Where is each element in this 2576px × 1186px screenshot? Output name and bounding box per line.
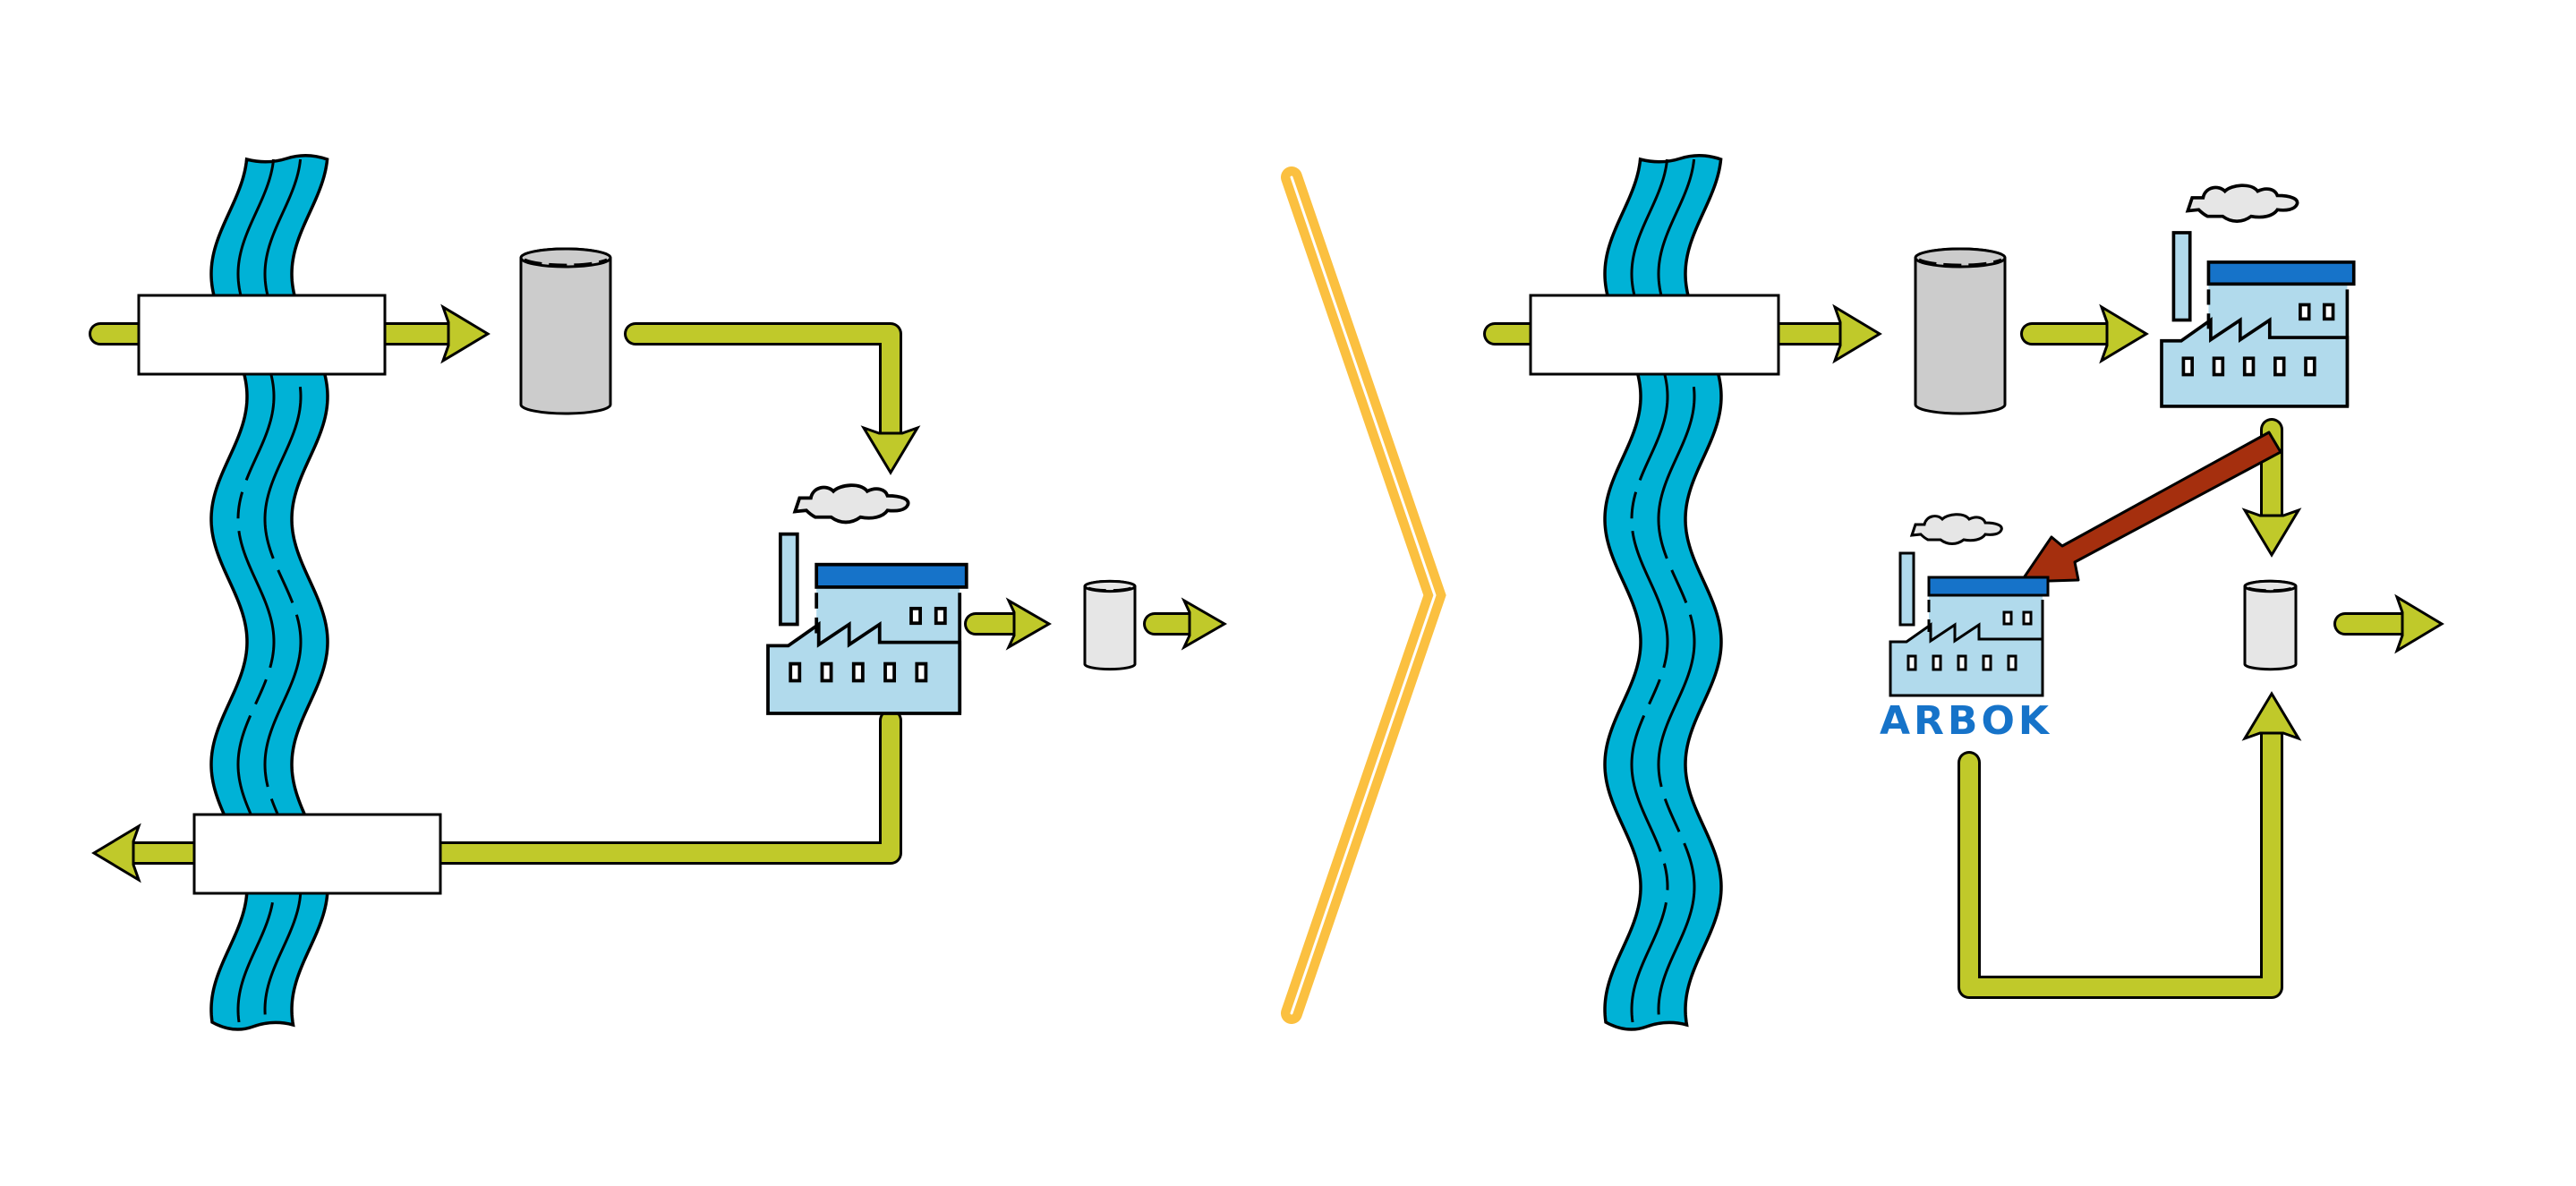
intake-box-right [1529,294,1780,376]
arrowhead-icon [91,823,141,883]
tank-rim [2248,586,2293,593]
arrowhead-icon [1005,597,1052,651]
factory-icon-right [2160,183,2356,408]
pipe-tank-to-factory-left [624,322,921,475]
river-body [1603,154,1723,1031]
arrowhead-icon [2241,691,2302,741]
chevron-stroke [1281,166,1446,1024]
arrow-factory-to-product-left [964,597,1052,651]
arbok-factory-icon [1889,513,2050,697]
tank-rim [524,258,608,267]
river-right [1603,154,1723,1031]
arrowhead-icon [1832,303,1882,364]
storage-tank-left [519,247,612,415]
arrowhead-icon [860,425,921,475]
storage-tank-right [1914,247,2007,415]
tank-top [519,247,612,269]
pipe-fill [627,325,900,440]
pipe-outline [1958,723,2283,999]
arrowhead-icon [2099,303,2149,364]
arrowhead-icon [2241,508,2302,558]
tank-top [1914,247,2007,269]
tank-body [1914,247,2007,415]
arrowhead-icon [440,303,490,364]
pipe-outline [624,322,902,443]
river-current-line [1630,158,1669,1023]
arrow-product-out-left [1143,597,1227,651]
tank-rim [1088,586,1132,593]
intake-box-left [137,294,387,376]
factory-icon-left [766,483,968,715]
arrowhead-icon [1181,597,1227,651]
tank-body [1083,579,1137,671]
outlet-box-left [192,813,442,895]
product-tank-right [2243,579,2298,671]
transfer-arrow-to-arbok [2019,431,2282,584]
recycle-loop-arrow-right [1958,691,2302,999]
transfer-arrow-shape [2019,431,2282,584]
product-tank-left [1083,579,1137,671]
tank-body [519,247,612,415]
company-label-arbok: ARBOK [1880,698,2052,744]
arrow-product-out-right [2333,593,2444,654]
river-body [209,154,329,1031]
arrowhead-icon [2394,593,2444,654]
pipe-fill [1960,726,2281,996]
tank-body [2243,579,2298,671]
river-left [209,154,329,1031]
divider-chevron-icon [1281,166,1446,1024]
tank-rim [1918,258,2002,267]
chevron-highlight [1290,175,1437,1015]
arrow-tank-to-factory-right [2020,303,2149,364]
